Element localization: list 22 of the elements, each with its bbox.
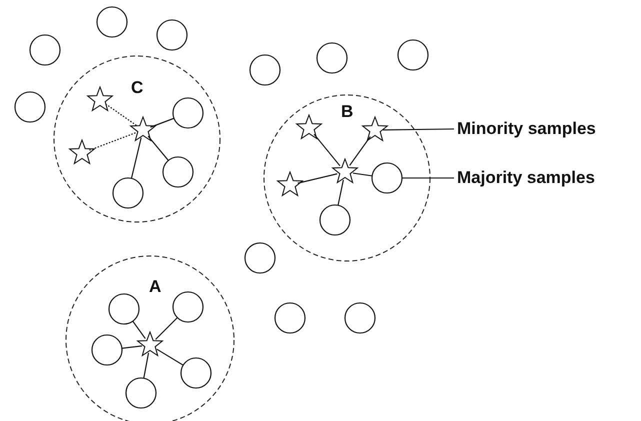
link-line [349, 136, 371, 166]
sample-type-label: Minority samples [457, 119, 596, 139]
link-line [314, 134, 340, 166]
link-line [298, 173, 338, 184]
link-line [143, 352, 150, 378]
cluster-label: C [131, 78, 144, 98]
link-line [150, 118, 174, 128]
link-line [338, 180, 344, 206]
link-line [156, 348, 184, 366]
link-line [132, 320, 146, 339]
dotted-link-line [89, 132, 136, 151]
sample-type-label: Majority samples [457, 168, 595, 188]
link-line [352, 172, 372, 176]
cluster-label: A [149, 277, 162, 297]
link-line [155, 317, 178, 340]
leader-line [383, 128, 454, 130]
cluster-label: B [341, 102, 354, 122]
dotted-link-line [106, 104, 137, 126]
link-line [130, 138, 142, 179]
link-line [148, 136, 169, 161]
link-line [122, 345, 142, 349]
leader-line [402, 177, 454, 179]
